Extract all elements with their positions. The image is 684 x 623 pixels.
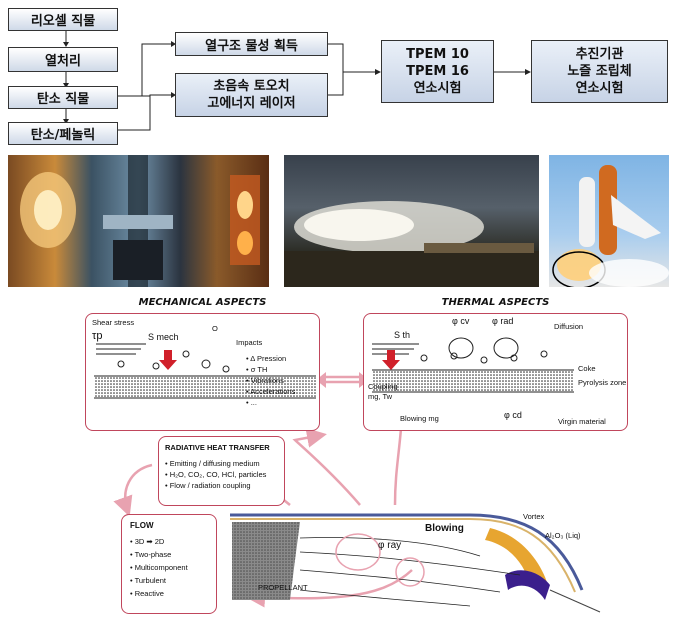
phi-cd-label: φ cd xyxy=(504,410,522,420)
tpem16-label: TPEM 16 xyxy=(406,64,469,79)
space-shuttle-photo-art xyxy=(552,165,669,287)
flow-title: FLOW xyxy=(130,521,154,530)
accelerations-label: • Accelerations xyxy=(246,387,296,396)
thermal-panel-art xyxy=(372,337,574,393)
s-th-label: S th xyxy=(394,330,411,340)
propellant-label: PROPELLANT xyxy=(258,583,308,592)
flow-box-lyocell-label: 리오셀 직물 xyxy=(30,14,96,29)
flow-item-2: • Two-phase xyxy=(130,550,172,559)
vibrations-label: • Vibrations xyxy=(246,376,284,385)
tpem-test-label: 연소시험 xyxy=(413,81,462,96)
flow-box-nozzle-assembly: 추진기관 노즐 조립체 연소시험 xyxy=(531,40,668,103)
flow-box-heat-treatment: 열처리 xyxy=(8,47,118,72)
radiative-item-2: • H₂O, CO₂, CO, HCl, particles xyxy=(165,470,267,479)
shear-stress-label: Shear stress xyxy=(92,318,135,327)
thermal-aspects-title: THERMAL ASPECTS xyxy=(441,297,550,308)
blowing-mg-label: Blowing mg xyxy=(400,414,439,423)
flow-box-thermostructural-label: 열구조 물성 획득 xyxy=(205,38,298,54)
flow-item-4: • Turbulent xyxy=(130,576,166,585)
blowing-label: Blowing xyxy=(425,523,464,534)
flow-box-heat-treatment-label: 열처리 xyxy=(45,54,81,69)
sigma-label: • σ TH xyxy=(246,365,268,374)
al2o3-label: Al₂O₃ (Liq) xyxy=(545,531,581,540)
pyrolysis-zone-label: Pyrolysis zone xyxy=(578,378,627,387)
lab-test-photo-art xyxy=(20,155,260,287)
flow-box-torch-label: 초음속 토오치 xyxy=(213,79,290,94)
flow-item-5: • Reactive xyxy=(130,589,164,598)
pression-label: • Δ Pression xyxy=(246,354,287,363)
coupling-label: Coupling xyxy=(368,382,398,391)
space-shuttle-photo xyxy=(549,155,669,287)
radiative-title: RADIATIVE HEAT TRANSFER xyxy=(165,443,270,452)
impacts-label: Impacts xyxy=(236,338,263,347)
phi-cv-label: φ cv xyxy=(452,316,470,326)
firing-test-label: 연소시험 xyxy=(575,81,624,96)
flow-box-carbon-fabric: 탄소 직물 xyxy=(8,86,118,109)
nozzle-label: 노즐 조립체 xyxy=(567,64,632,79)
flow-box-carbon-phenolic: 탄소/페놀릭 xyxy=(8,122,118,145)
flow-box-torch-laser: 초음속 토오치 고에너지 레이저 xyxy=(175,73,328,117)
flow-box-thermostructural: 열구조 물성 획득 xyxy=(175,32,328,56)
motor-body xyxy=(230,513,601,613)
phi-rad-label: φ rad xyxy=(492,316,514,326)
flow-box-tpem: TPEM 10 TPEM 16 연소시험 xyxy=(381,40,494,103)
flow-item-3: • Multicomponent xyxy=(130,563,188,572)
vortex-label: Vortex xyxy=(523,512,545,521)
radiative-item-1: • Emitting / diffusing medium xyxy=(165,459,260,468)
coke-label: Coke xyxy=(578,364,596,373)
mechanical-panel-art xyxy=(94,343,316,399)
diffusion-label: Diffusion xyxy=(554,322,584,331)
ellipsis-label: • ... xyxy=(246,398,257,407)
plume-test-photo xyxy=(284,155,539,287)
flow-box-carbon-fabric-label: 탄소 직물 xyxy=(36,92,90,107)
flow-box-carbon-phenolic-label: 탄소/페놀릭 xyxy=(30,128,96,143)
mechanical-aspects-title: MECHANICAL ASPECTS xyxy=(138,297,267,308)
radiative-heat-transfer-panel: RADIATIVE HEAT TRANSFER • Emitting / dif… xyxy=(158,436,285,506)
radiative-item-3: • Flow / radiation coupling xyxy=(165,481,251,490)
coupling-mg-tw-label: mg, Tw xyxy=(368,392,393,401)
mechanical-aspects-panel: Shear stress τp S mech O Impacts • Δ Pre… xyxy=(85,313,320,431)
flow-box-lyocell: 리오셀 직물 xyxy=(8,8,118,31)
propulsion-label: 추진기관 xyxy=(575,47,624,62)
tau-label: τp xyxy=(92,330,103,342)
tpem10-label: TPEM 10 xyxy=(406,47,469,62)
flow-box-laser-label: 고에너지 레이저 xyxy=(207,96,296,111)
phi-ray-label: φ ray xyxy=(378,540,402,551)
plume-test-photo-art xyxy=(284,201,539,287)
flow-panel: FLOW • 3D ➡ 2D • Two-phase • Multicompon… xyxy=(121,514,217,614)
virgin-material-label: Virgin material xyxy=(558,417,606,426)
flow-item-1: • 3D ➡ 2D xyxy=(130,537,165,546)
lab-test-photo xyxy=(8,155,269,287)
s-mech-label: S mech xyxy=(148,332,179,342)
o-label: O xyxy=(212,324,218,333)
thermal-aspects-panel: S th φ cv φ rad Diffusion Coke Pyrolysis… xyxy=(363,313,628,431)
